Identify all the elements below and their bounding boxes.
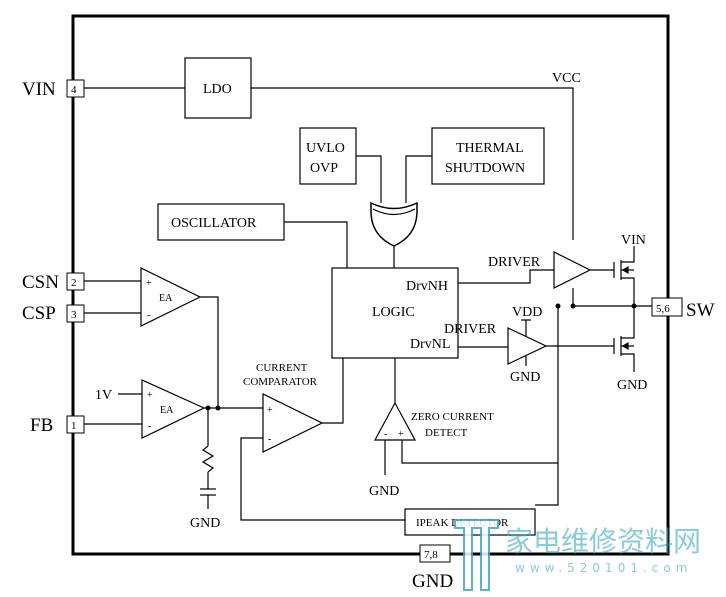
pin-csn-number: 2 xyxy=(71,277,77,289)
pin-fb-number: 1 xyxy=(71,420,77,432)
pin-gnd: 7,8 GND xyxy=(412,544,453,592)
error-amp-top xyxy=(140,267,202,327)
ldo-label: LDO xyxy=(203,82,232,97)
vin-fet-label: VIN xyxy=(621,233,646,248)
uvlo-label: UVLO xyxy=(306,141,345,156)
watermark-url: www.520101.com xyxy=(515,561,692,575)
gnd-zero-label: GND xyxy=(369,484,399,499)
pin-fb: FB 1 xyxy=(30,415,85,436)
pin-csn: CSN 2 xyxy=(22,272,85,293)
thermal-label: THERMAL xyxy=(456,141,524,156)
watermark-text: 家电维修资料网 xyxy=(505,525,701,558)
pin-vin-name: VIN xyxy=(22,79,56,100)
cc-plus: + xyxy=(267,405,273,416)
pin-vin-number: 4 xyxy=(71,84,77,96)
gnd-driver-label: GND xyxy=(510,370,540,385)
vdd-label: VDD xyxy=(512,305,542,320)
driver-low-label: DRIVER xyxy=(444,322,497,337)
thermal-shutdown-block xyxy=(431,127,545,185)
current-comp-label-1: CURRENT xyxy=(256,362,308,374)
compensation-network xyxy=(200,408,216,509)
ea-bottom-plus: + xyxy=(147,390,153,401)
zero-current-comparator xyxy=(373,401,417,441)
ldo-block xyxy=(184,57,252,119)
gnd-comp-label: GND xyxy=(190,516,220,531)
uvlo-ovp-block xyxy=(299,127,357,185)
ea-top-minus: - xyxy=(147,310,150,321)
drvnh-label: DrvNH xyxy=(406,279,448,294)
high-side-mosfet xyxy=(613,246,635,306)
zc-minus: - xyxy=(384,429,387,440)
low-side-mosfet xyxy=(613,306,635,372)
high-side-driver xyxy=(553,251,592,289)
ea-top-label: EA xyxy=(159,293,173,304)
pin-sw-number: 5,6 xyxy=(656,303,670,315)
logic-block xyxy=(331,267,459,359)
low-side-driver xyxy=(507,327,548,365)
oscillator-label: OSCILLATOR xyxy=(171,216,257,231)
zc-plus: + xyxy=(398,429,404,440)
cc-minus: - xyxy=(268,434,271,445)
ovp-label: OVP xyxy=(310,161,338,176)
pin-sw: 5,6 SW xyxy=(651,297,715,321)
logic-label: LOGIC xyxy=(372,305,415,320)
ea-bottom-minus: - xyxy=(148,421,151,432)
current-comparator xyxy=(262,393,324,453)
pin-vin: VIN 4 xyxy=(22,79,85,100)
ea-bottom-label: EA xyxy=(160,405,174,416)
pin-csp: CSP 3 xyxy=(22,303,85,324)
pin-gnd-number: 7,8 xyxy=(424,549,438,561)
ref-1v-label: 1V xyxy=(95,388,112,403)
driver-high-label: DRIVER xyxy=(488,255,541,270)
zero-current-label-2: DETECT xyxy=(425,427,467,439)
drvnl-label: DrvNL xyxy=(410,337,450,352)
gnd-fet-label: GND xyxy=(617,378,647,393)
pin-gnd-name: GND xyxy=(412,571,453,592)
pin-csp-number: 3 xyxy=(71,309,77,321)
zero-current-label-1: ZERO CURRENT xyxy=(411,411,494,423)
shutdown-label: SHUTDOWN xyxy=(445,161,525,176)
pin-sw-name: SW xyxy=(686,300,715,321)
ea-top-plus: + xyxy=(146,278,152,289)
pin-csp-name: CSP xyxy=(22,303,56,324)
pin-fb-name: FB xyxy=(30,415,53,436)
current-comp-label-2: COMPARATOR xyxy=(243,376,318,388)
vcc-label: VCC xyxy=(552,71,581,86)
error-amp-bottom xyxy=(141,379,206,439)
pin-csn-name: CSN xyxy=(22,272,59,293)
or-gate xyxy=(370,201,418,247)
watermark-logo: 家电维修资料网 www.520101.com xyxy=(454,519,701,591)
